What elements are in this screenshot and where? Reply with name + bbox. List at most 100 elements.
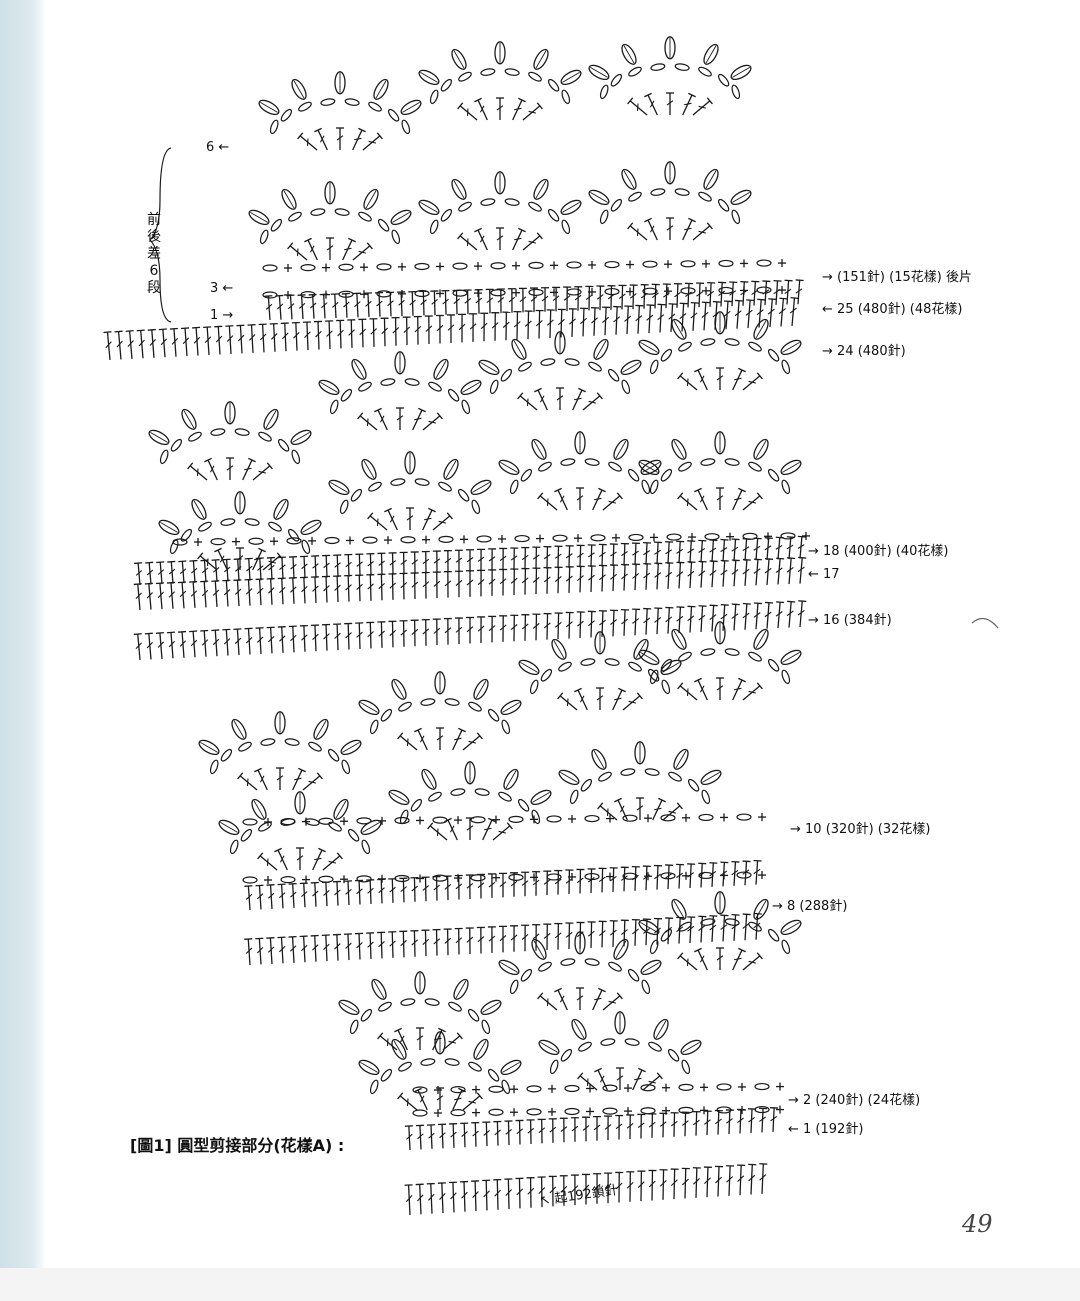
treble-stitch-symbol bbox=[277, 626, 286, 653]
puff-stitch-symbol bbox=[473, 1038, 489, 1060]
treble-stitch-symbol bbox=[288, 935, 297, 963]
treble-stitch-symbol bbox=[709, 915, 718, 942]
treble-stitch-symbol bbox=[310, 624, 319, 652]
treble-stitch-symbol bbox=[554, 566, 563, 594]
treble-stitch-symbol bbox=[624, 305, 633, 335]
treble-stitch-symbol bbox=[363, 292, 372, 318]
treble-stitch-symbol bbox=[499, 568, 508, 596]
treble-stitch-symbol bbox=[457, 232, 478, 251]
puff-stitch-symbol bbox=[714, 311, 726, 335]
treble-stitch-symbol bbox=[288, 625, 297, 653]
treble-stitch-symbol bbox=[204, 457, 218, 481]
treble-stitch-symbol bbox=[299, 624, 308, 652]
treble-stitch-symbol bbox=[543, 923, 552, 951]
puff-stitch-symbol bbox=[263, 408, 279, 430]
treble-stitch-symbol bbox=[515, 1119, 524, 1145]
puff-stitch-symbol bbox=[574, 931, 586, 955]
treble-stitch-symbol bbox=[399, 877, 408, 903]
chain-stitch-symbol bbox=[476, 535, 492, 543]
chain-stitch-symbol bbox=[640, 1084, 656, 1092]
treble-stitch-symbol bbox=[255, 884, 264, 910]
treble-stitch-symbol bbox=[421, 619, 430, 646]
chain-stitch-symbol bbox=[318, 875, 334, 883]
chain-stitch-symbol bbox=[526, 1085, 542, 1093]
treble-stitch-symbol bbox=[114, 330, 123, 360]
chain-stitch-symbol bbox=[718, 286, 734, 295]
row-label-text: 8 (288針) bbox=[787, 899, 848, 914]
puff-stitch-symbol bbox=[533, 178, 549, 200]
treble-stitch-symbol bbox=[308, 293, 317, 319]
treble-stitch-symbol bbox=[496, 97, 504, 120]
treble-stitch-symbol bbox=[732, 947, 746, 971]
row-label-18: → 18 (400針) (40花樣) bbox=[808, 540, 948, 559]
puff-stitch-symbol bbox=[530, 789, 552, 806]
treble-stitch-symbol bbox=[125, 330, 134, 359]
chain-stitch-symbol bbox=[599, 84, 609, 100]
treble-stitch-symbol bbox=[287, 242, 308, 261]
treble-stitch-symbol bbox=[448, 1181, 457, 1213]
treble-stitch-symbol bbox=[602, 306, 611, 336]
treble-stitch-symbol bbox=[734, 299, 744, 329]
treble-stitch-symbol bbox=[366, 553, 375, 576]
treble-stitch-symbol bbox=[653, 864, 662, 890]
chain-stitch-symbol bbox=[724, 918, 740, 926]
puff-stitch-center-line bbox=[200, 742, 218, 753]
puff-stitch-symbol bbox=[714, 621, 726, 645]
treble-stitch-symbol bbox=[262, 552, 283, 571]
puff-stitch-symbol bbox=[363, 188, 379, 210]
treble-stitch-symbol bbox=[344, 553, 353, 577]
chain-stitch-symbol bbox=[628, 66, 642, 77]
puff-stitch-symbol bbox=[730, 189, 752, 206]
row-label-text: 3 bbox=[210, 281, 219, 296]
treble-stitch-symbol bbox=[797, 600, 807, 628]
treble-stitch-symbol bbox=[698, 539, 707, 563]
treble-stitch-symbol bbox=[665, 541, 674, 564]
treble-stitch-symbol bbox=[471, 1180, 480, 1212]
chain-stitch-symbol bbox=[378, 1001, 392, 1012]
chain-stitch-symbol bbox=[400, 536, 416, 544]
puff-stitch-symbol bbox=[531, 938, 547, 960]
chain-stitch-symbol bbox=[767, 658, 780, 672]
treble-stitch-symbol bbox=[626, 1171, 635, 1202]
treble-stitch-symbol bbox=[322, 575, 331, 603]
chain-stitch-symbol bbox=[546, 873, 562, 881]
treble-stitch-symbol bbox=[648, 1113, 657, 1138]
chain-stitch-symbol bbox=[280, 108, 293, 122]
treble-stitch-symbol bbox=[476, 926, 485, 954]
treble-stitch-symbol bbox=[559, 1175, 568, 1206]
treble-stitch-symbol bbox=[587, 921, 596, 948]
chain-stitch-symbol bbox=[540, 668, 553, 682]
treble-stitch-symbol bbox=[266, 884, 275, 909]
treble-stitch-symbol bbox=[742, 558, 751, 586]
treble-stitch-symbol bbox=[211, 559, 220, 582]
chain-stitch-symbol bbox=[468, 1061, 482, 1072]
puff-stitch-center-line bbox=[623, 170, 635, 189]
treble-stitch-symbol bbox=[517, 392, 538, 411]
chain-stitch-symbol bbox=[368, 481, 382, 492]
puff-stitch-symbol bbox=[191, 498, 207, 520]
chain-stitch-symbol bbox=[602, 1107, 618, 1115]
puff-stitch-symbol bbox=[494, 41, 506, 65]
chain-stitch-symbol bbox=[356, 817, 372, 825]
treble-stitch-symbol bbox=[357, 412, 378, 431]
arrow-right-icon: → bbox=[222, 308, 234, 323]
puff-stitch-center-line bbox=[342, 742, 360, 753]
treble-stitch-symbol bbox=[659, 1169, 668, 1200]
treble-stitch-symbol bbox=[499, 547, 508, 571]
treble-stitch-symbol bbox=[534, 387, 548, 411]
treble-stitch-symbol bbox=[449, 1123, 458, 1148]
treble-stitch-symbol bbox=[579, 307, 588, 337]
treble-stitch-symbol bbox=[797, 535, 806, 559]
puff-stitch-symbol bbox=[451, 48, 467, 70]
puff-stitch-center-line bbox=[562, 72, 580, 83]
treble-stitch-symbol bbox=[410, 619, 419, 647]
treble-stitch-symbol bbox=[355, 574, 364, 602]
chain-stitch-symbol bbox=[600, 1038, 616, 1046]
chain-stitch-symbol bbox=[736, 871, 752, 879]
chain-stitch-symbol bbox=[599, 209, 609, 225]
puff-stitch-center-line bbox=[302, 522, 320, 533]
treble-stitch-symbol bbox=[648, 1169, 657, 1201]
treble-stitch-symbol bbox=[222, 628, 231, 656]
treble-stitch-symbol bbox=[333, 575, 342, 603]
chain-stitch-symbol bbox=[731, 209, 741, 225]
